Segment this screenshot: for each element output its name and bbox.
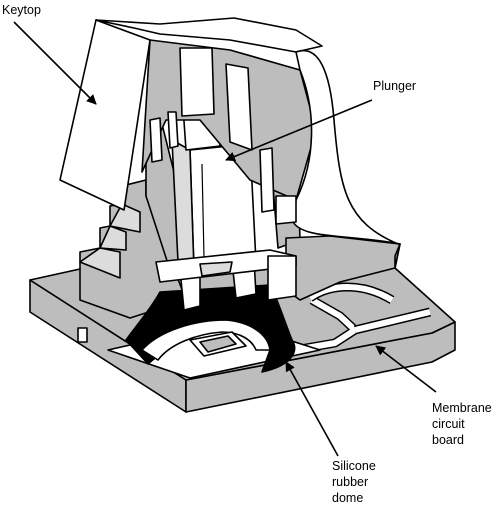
silicone-rubber-dome xyxy=(125,284,296,373)
membrane-label-line-1: Membrane xyxy=(432,401,492,415)
keytop-left-face xyxy=(59,19,151,211)
dome-body xyxy=(125,284,296,373)
keytop-label: Keytop xyxy=(2,3,41,17)
dome-arrow xyxy=(285,361,339,457)
plunger-label: Plunger xyxy=(373,79,416,93)
plunger-arrow xyxy=(225,99,373,162)
circuit-trace-2-inner xyxy=(354,309,431,333)
dome-label-line-3: dome xyxy=(332,491,363,505)
keytop-top-face xyxy=(95,17,323,53)
leader-arrows xyxy=(13,21,437,457)
keytop-right-face xyxy=(291,49,401,245)
dome-label-line-1: Silicone xyxy=(332,459,376,473)
dome-label-line-2: rubber xyxy=(332,475,368,489)
board-notch xyxy=(77,327,88,343)
membrane-label-line-2: circuit xyxy=(432,417,465,431)
membrane-label-line-3: board xyxy=(432,433,464,447)
keytop-arrow xyxy=(13,21,97,105)
dome-ring xyxy=(141,319,271,361)
membrane-arrow xyxy=(375,345,437,393)
keytop xyxy=(59,17,401,245)
